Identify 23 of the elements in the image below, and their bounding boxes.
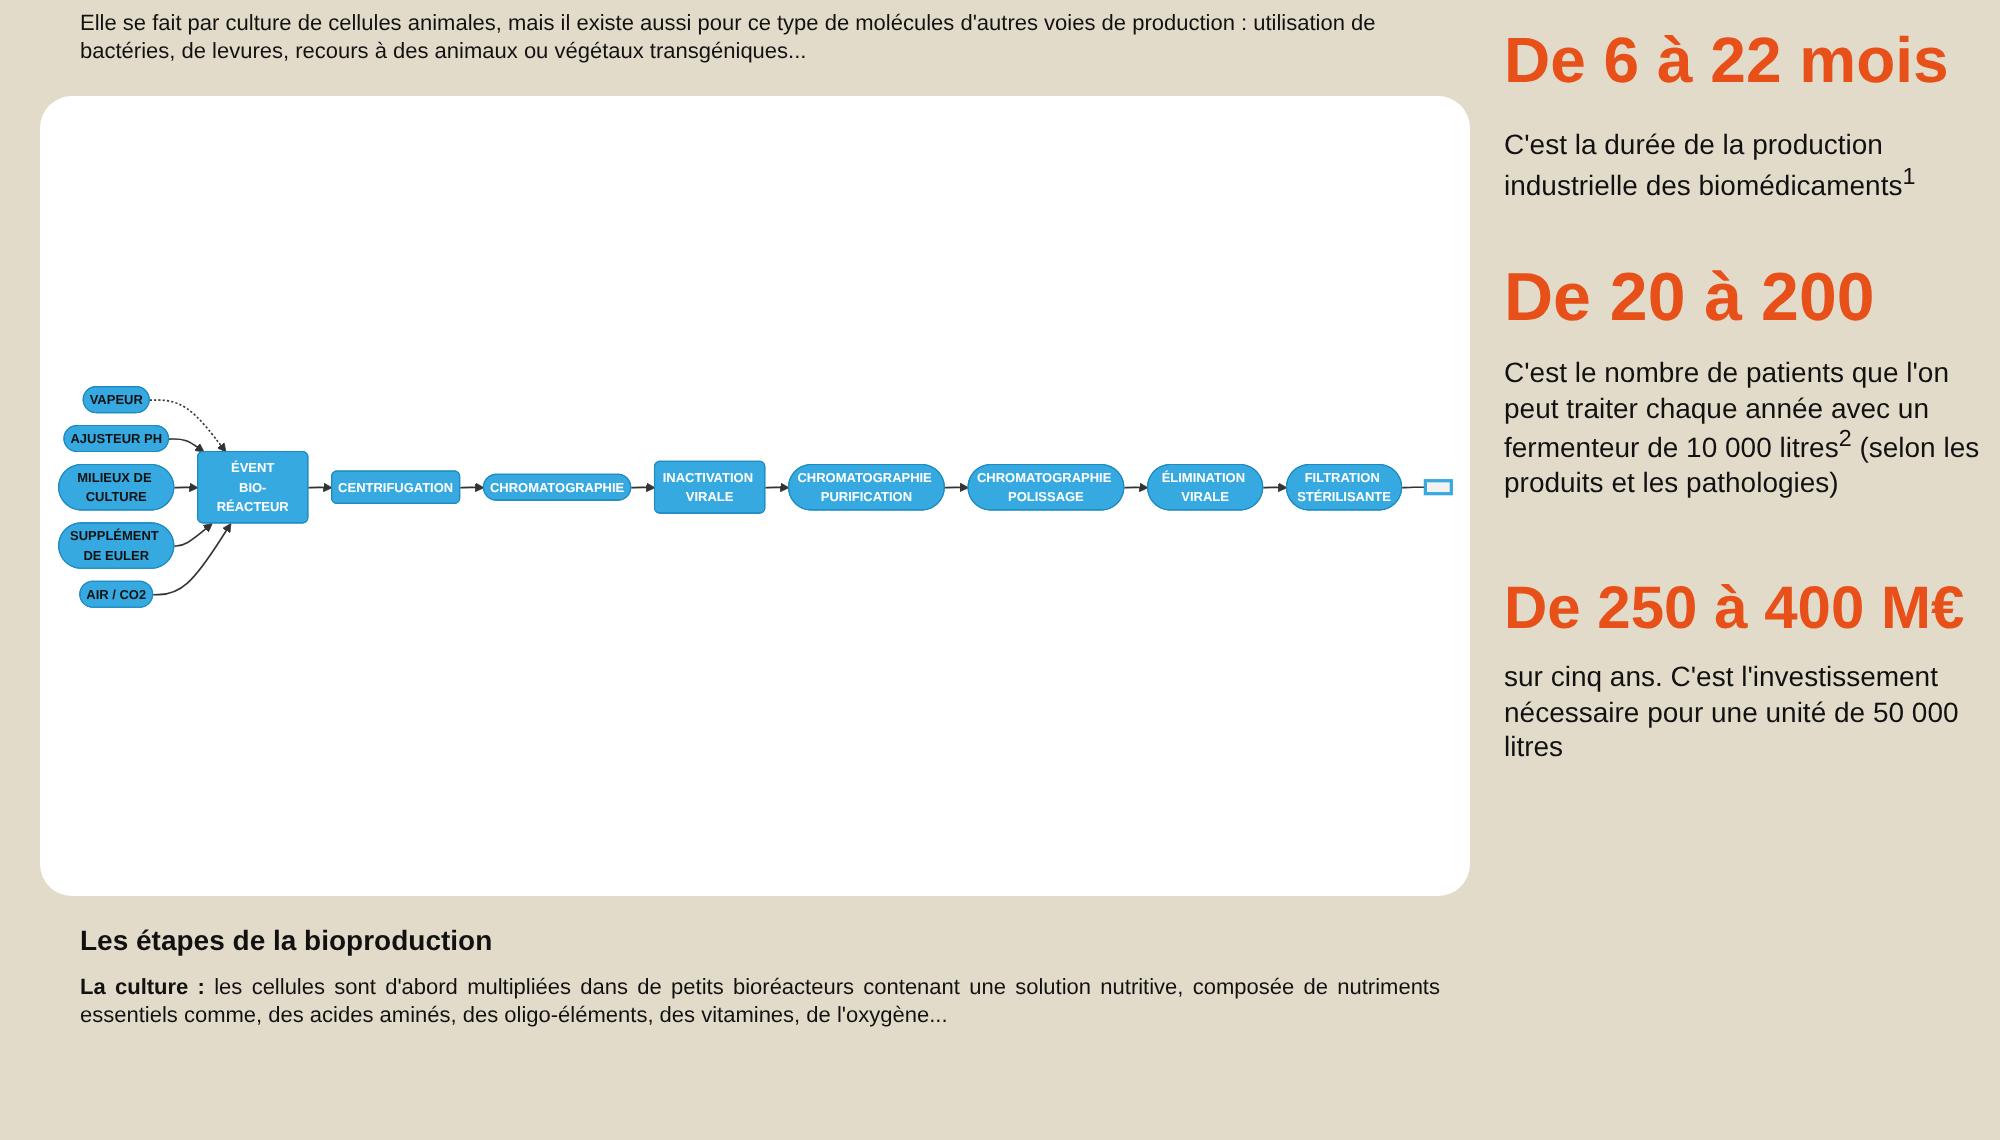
intro-text: Elle se fait par culture de cellules animales, mais il existe aussi pour ce type de molécules d'autres voies de production : utilisation de bactéries, de levures, recours à des animaux ou végétaux transgéniques... bbox=[80, 12, 1378, 67]
stat-description: sur cinq ans. C'est l'investissement nécessaire pour une unité de 50 000 litres bbox=[1504, 660, 1961, 765]
stat-value: De 6 à 22 mois bbox=[1504, 22, 1951, 100]
arrow bbox=[630, 481, 656, 492]
arrow bbox=[173, 522, 213, 546]
arrow bbox=[168, 437, 205, 452]
arrow bbox=[1123, 481, 1149, 492]
arrow bbox=[307, 481, 333, 492]
arrow bbox=[173, 481, 199, 492]
stat-description: C'est le nombre de patients que l'on peut traiter chaque année avec un fermenteur de 10 000 litres$^{2}$ (selon les produits et les pathologies) bbox=[1504, 356, 1982, 502]
node-box bbox=[1423, 478, 1453, 495]
body-paragraph: La culture : les cellules sont d'abord multipliées dans de petits bioréacteurs contenant une solution nutritive, composée de nutriments essentiels comme, des acides aminés, des oligo-éléments, des vitamines, de l'oxygène... bbox=[80, 976, 1440, 1031]
arrow bbox=[152, 522, 232, 595]
stat-value: De 20 à 200 bbox=[1504, 258, 1877, 340]
arrow bbox=[459, 481, 485, 492]
stat-description: C'est la durée de la production industrielle des biomédicaments$^{1}$ bbox=[1504, 128, 1918, 204]
arrow bbox=[944, 481, 970, 492]
arrow bbox=[764, 481, 790, 492]
connector bbox=[1401, 485, 1427, 488]
arrow bbox=[149, 398, 227, 452]
stat-value: De 250 à 400 M€ bbox=[1504, 574, 1967, 646]
section-heading: Les étapes de la bioproduction bbox=[80, 924, 495, 959]
arrow bbox=[1262, 481, 1288, 492]
